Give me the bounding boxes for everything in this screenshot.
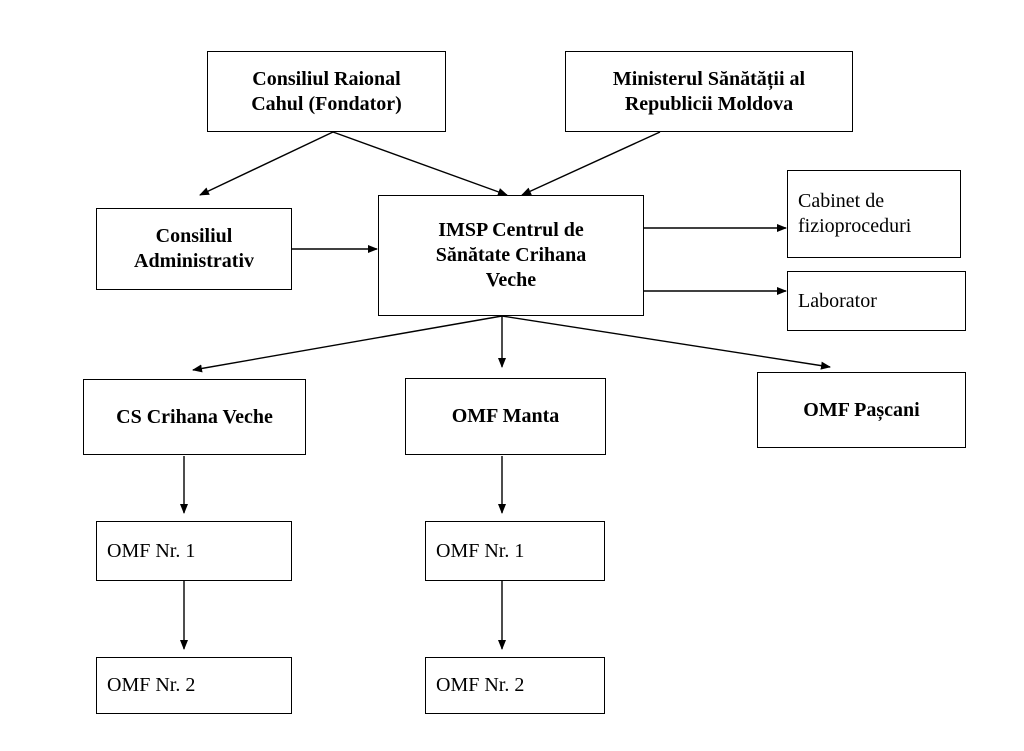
box-ministerul-sanatatii: Ministerul Sănătății al Republicii Moldo… bbox=[565, 51, 853, 132]
imsp-centrul-line3: Veche bbox=[485, 269, 537, 291]
box-cabinet-fizioproceduri: Cabinet de fizioproceduri bbox=[787, 170, 961, 258]
cs-crihana-veche-label: CS Crihana Veche bbox=[116, 405, 273, 428]
consiliul-administrativ-line1: Consiliul bbox=[155, 225, 233, 247]
box-cs-omf-nr2: OMF Nr. 2 bbox=[96, 657, 292, 714]
box-imsp-centrul: IMSP Centrul de Sănătate Crihana Veche bbox=[378, 195, 644, 316]
box-consiliul-raional: Consiliul Raional Cahul (Fondator) bbox=[207, 51, 446, 132]
box-omf-pascani: OMF Pașcani bbox=[757, 372, 966, 448]
box-cs-omf-nr1: OMF Nr. 1 bbox=[96, 521, 292, 581]
cabinet-fizioproceduri-line2: fizioproceduri bbox=[798, 215, 912, 237]
ministerul-sanatatii-line2: Republicii Moldova bbox=[624, 92, 794, 115]
arrow-imsp-to-omf-pascani bbox=[501, 315, 831, 370]
box-laborator: Laborator bbox=[787, 271, 966, 331]
ministerul-sanatatii-line1: Ministerul Sănătății al bbox=[612, 67, 806, 90]
box-cs-crihana-veche: CS Crihana Veche bbox=[83, 379, 306, 455]
manta-omf-nr1-label: OMF Nr. 1 bbox=[436, 539, 525, 562]
arrow-imsp-to-cs-crihana bbox=[192, 315, 503, 373]
manta-omf-nr2-label: OMF Nr. 2 bbox=[436, 674, 525, 696]
box-consiliul-administrativ: Consiliul Administrativ bbox=[96, 208, 292, 290]
box-omf-manta: OMF Manta bbox=[405, 378, 606, 455]
cabinet-fizioproceduri-line1: Cabinet de bbox=[798, 190, 885, 212]
laborator-label: Laborator bbox=[798, 289, 877, 312]
consiliul-raional-line2: Cahul (Fondator) bbox=[251, 92, 402, 115]
box-manta-omf-nr1: OMF Nr. 1 bbox=[425, 521, 605, 581]
consiliul-raional-line1: Consiliul Raional bbox=[252, 67, 401, 90]
cs-omf-nr2-label: OMF Nr. 2 bbox=[107, 674, 196, 696]
arrow-raional-to-imsp bbox=[332, 131, 508, 196]
consiliul-administrativ-line2: Administrativ bbox=[134, 250, 254, 272]
arrow-ministerul-to-imsp bbox=[521, 131, 661, 196]
imsp-centrul-line2: Sănătate Crihana bbox=[435, 244, 587, 266]
omf-pascani-label: OMF Pașcani bbox=[803, 398, 920, 421]
omf-manta-label: OMF Manta bbox=[451, 405, 560, 427]
box-manta-omf-nr2: OMF Nr. 2 bbox=[425, 657, 605, 714]
cs-omf-nr1-label: OMF Nr. 1 bbox=[107, 539, 196, 562]
imsp-centrul-line1: IMSP Centrul de bbox=[438, 219, 584, 241]
arrow-raional-to-administrativ bbox=[199, 131, 334, 196]
